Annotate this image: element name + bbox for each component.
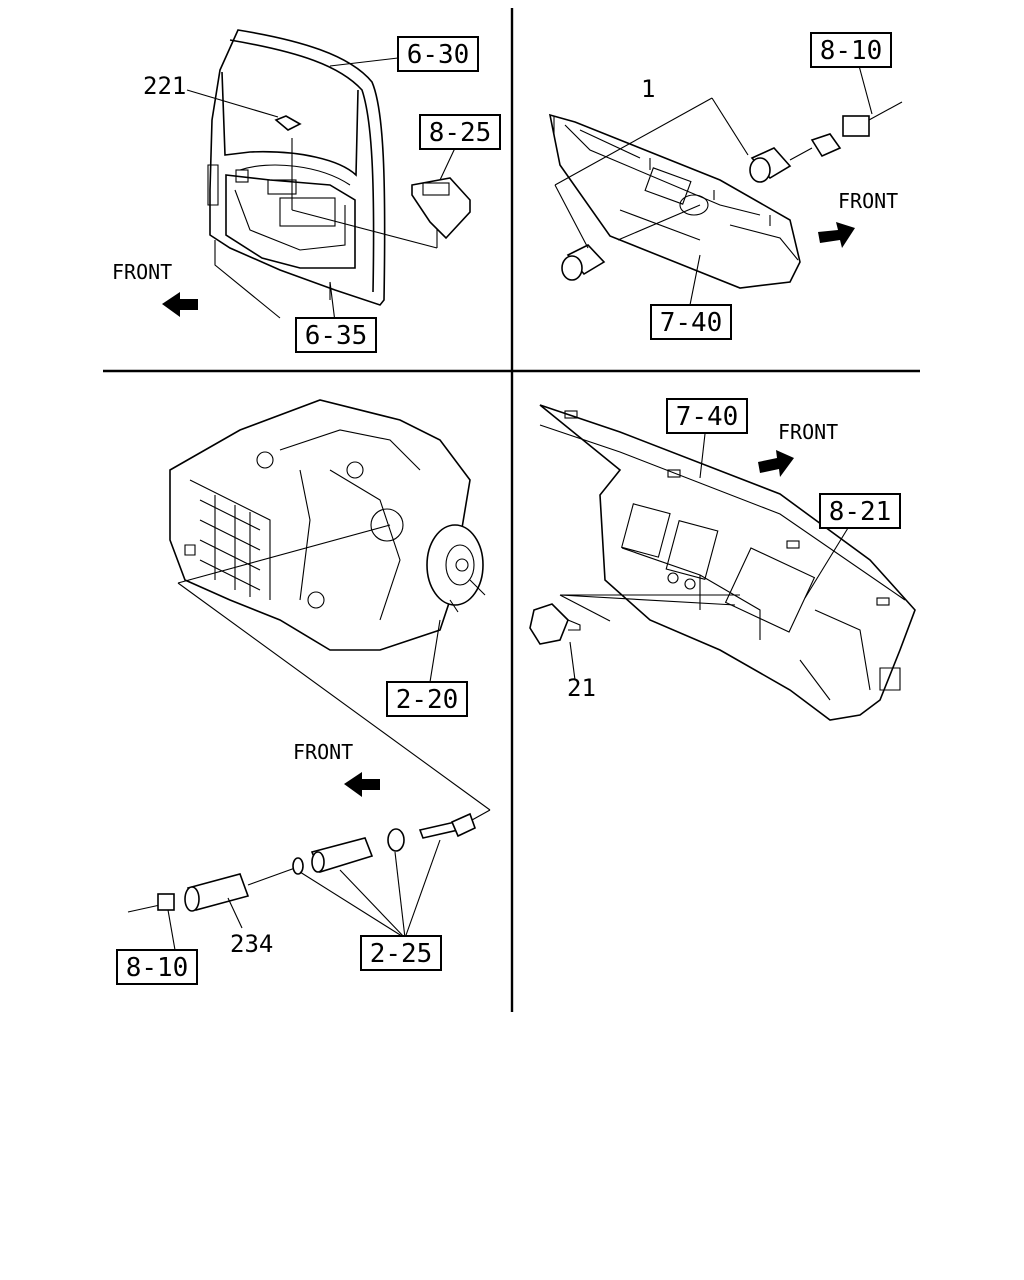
ref-box-8-10-top[interactable]: 8-10 [810, 32, 892, 68]
ref-2-20-label: 2-20 [396, 685, 459, 715]
front-label: FRONT [838, 189, 898, 213]
dashboard-drawing [539, 404, 916, 721]
front-arrow-icon [162, 292, 198, 317]
part-21-label: 21 [567, 674, 596, 702]
ref-box-8-21[interactable]: 8-21 [819, 493, 901, 529]
ref-box-6-30[interactable]: 6-30 [397, 36, 479, 72]
ref-2-25-label: 2-25 [370, 939, 433, 969]
front-arrow-icon [344, 772, 380, 797]
front-label: FRONT [293, 740, 353, 764]
ref-box-8-10-bottom[interactable]: 8-10 [116, 949, 198, 985]
part-234-label: 234 [230, 930, 273, 958]
ref-box-2-20[interactable]: 2-20 [386, 681, 468, 717]
ref-6-35-label: 6-35 [305, 321, 368, 351]
switch-part-1-drawing [561, 133, 842, 281]
switch-part-21-drawing [529, 594, 740, 681]
ref-8-21-label: 8-21 [829, 497, 892, 527]
front-arrow-icon [758, 450, 794, 477]
ref-8-25-label: 8-25 [429, 118, 492, 148]
dash-switch-panel: 1 8-10 7-40 FRONT [548, 32, 903, 340]
part-1-label: 1 [641, 75, 655, 103]
front-label: FRONT [778, 420, 838, 444]
transmission-drawing [169, 399, 486, 651]
front-arrow-icon [818, 222, 855, 248]
ref-box-7-40-top[interactable]: 7-40 [650, 304, 732, 340]
part-221-label: 221 [143, 72, 186, 100]
ref-box-7-40-bottom[interactable]: 7-40 [666, 398, 748, 434]
door-panel: 6-30 8-25 6-35 221 FRONT [112, 29, 501, 353]
ref-8-10-bottom-label: 8-10 [126, 953, 189, 983]
speed-sensor-drawing [127, 812, 476, 913]
ref-7-40-bottom-label: 7-40 [676, 402, 739, 432]
ref-box-6-35[interactable]: 6-35 [295, 317, 377, 353]
door-drawing [207, 29, 386, 319]
ref-box-8-25[interactable]: 8-25 [419, 114, 501, 150]
connector-8-10-drawing [842, 61, 903, 137]
front-label: FRONT [112, 260, 172, 284]
dash-trim-drawing [548, 113, 801, 289]
ref-8-10-top-label: 8-10 [820, 36, 883, 66]
transmission-panel: 2-20 FRONT 8-10 234 [116, 399, 491, 985]
ref-6-30-label: 6-30 [407, 40, 470, 70]
part-221-drawing [186, 89, 438, 249]
ref-box-2-25[interactable]: 2-25 [360, 935, 442, 971]
panel-dividers [103, 8, 920, 1012]
instrument-panel-panel: 7-40 FRONT 8-21 21 [529, 398, 916, 721]
ref-7-40-top-label: 7-40 [660, 308, 723, 338]
window-switch-drawing [411, 147, 471, 240]
